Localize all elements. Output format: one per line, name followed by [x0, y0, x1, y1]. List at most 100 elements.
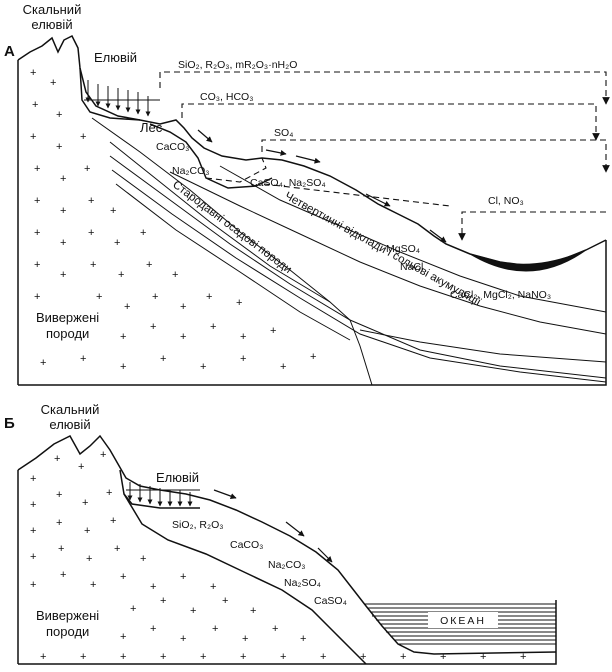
- svg-text:+: +: [110, 515, 116, 527]
- panel-b-chem-caco3: CaCO₃: [230, 539, 263, 551]
- panel-a-letter: А: [4, 43, 15, 60]
- svg-text:+: +: [200, 651, 206, 663]
- svg-text:+: +: [30, 551, 36, 563]
- svg-text:+: +: [240, 353, 246, 365]
- panel-b-frame: [17, 470, 557, 665]
- svg-text:+: +: [146, 259, 152, 271]
- svg-text:+: +: [120, 571, 126, 583]
- panel-a-chem-caco3: CaCO₃: [156, 141, 189, 153]
- panel-a-igneous-line1: Вивержені: [36, 310, 99, 325]
- svg-text:+: +: [60, 269, 66, 281]
- svg-text:+: +: [120, 361, 126, 373]
- panel-a-chem-top: SiO₂, R₂O₃, mR₂O₃·nH₂O: [178, 59, 297, 71]
- panel-a-chem-mgso4: MgSO₄: [386, 243, 420, 255]
- svg-text:+: +: [30, 473, 36, 485]
- svg-text:+: +: [400, 651, 406, 663]
- svg-text:+: +: [120, 631, 126, 643]
- svg-text:+: +: [130, 603, 136, 615]
- svg-text:+: +: [34, 291, 40, 303]
- panel-a-loess-label: Лес: [140, 120, 163, 135]
- panel-a-layer-2: [109, 141, 331, 303]
- svg-text:+: +: [152, 291, 158, 303]
- svg-text:+: +: [84, 163, 90, 175]
- panel-a-chem-chlorides: CaCl₂, MgCl₂, NaNO₃: [450, 289, 551, 301]
- panel-b-igneous-line1: Вивержені: [36, 608, 99, 623]
- panel-a-eluvium-label: Елювій: [94, 50, 137, 65]
- panel-a-eluvium-boundary: [79, 67, 141, 121]
- svg-text:+: +: [160, 651, 166, 663]
- svg-text:+: +: [212, 623, 218, 635]
- panel-b-ocean-label: ОКЕАН: [440, 615, 486, 627]
- svg-text:+: +: [118, 269, 124, 281]
- svg-text:+: +: [30, 579, 36, 591]
- svg-text:+: +: [222, 595, 228, 607]
- svg-text:+: +: [190, 605, 196, 617]
- svg-text:+: +: [106, 487, 112, 499]
- panel-b-chem-sio2: SiO₂, R₂O₃: [172, 519, 224, 531]
- svg-text:+: +: [140, 553, 146, 565]
- panel-b-rock-boundary: [123, 493, 367, 665]
- svg-text:+: +: [320, 651, 326, 663]
- svg-text:+: +: [160, 595, 166, 607]
- panel-b-flow-arrows: [213, 489, 333, 563]
- svg-text:+: +: [150, 581, 156, 593]
- svg-text:+: +: [32, 99, 38, 111]
- panel-a-rocky-eluvium-line2: елювій: [31, 17, 72, 32]
- svg-text:+: +: [88, 227, 94, 239]
- panel-a: А Скальний елювій: [4, 2, 610, 386]
- svg-text:+: +: [180, 301, 186, 313]
- panel-b-chem-na2co3: Na₂CO₃: [268, 559, 306, 571]
- panel-b-eluvium-label: Елювій: [156, 470, 199, 485]
- svg-text:+: +: [90, 259, 96, 271]
- svg-text:+: +: [30, 499, 36, 511]
- panel-a-igneous-line2: породи: [46, 326, 89, 341]
- svg-text:+: +: [120, 651, 126, 663]
- panel-b-leaching-arrows: [126, 482, 200, 507]
- panel-a-land-surface: [17, 34, 607, 267]
- svg-text:+: +: [56, 517, 62, 529]
- svg-text:+: +: [240, 651, 246, 663]
- svg-text:+: +: [30, 67, 36, 79]
- svg-text:+: +: [480, 651, 486, 663]
- panel-b-ocean-label-bg: [428, 612, 498, 628]
- svg-text:+: +: [160, 353, 166, 365]
- svg-text:+: +: [200, 361, 206, 373]
- panel-a-quaternary-mid: [219, 165, 607, 313]
- svg-text:+: +: [310, 351, 316, 363]
- panel-a-chem-nacl: NaCl: [400, 261, 423, 273]
- panel-a-igneous-pattern: ++++ ++++ ++++ ++++ ++++ ++++ ++++ ++++ …: [30, 67, 316, 373]
- panel-a-frame: [17, 60, 607, 386]
- panel-a-transport-lines: [159, 71, 610, 241]
- svg-text:+: +: [124, 301, 130, 313]
- svg-text:+: +: [440, 651, 446, 663]
- svg-text:+: +: [140, 227, 146, 239]
- svg-text:+: +: [60, 569, 66, 581]
- svg-text:+: +: [30, 131, 36, 143]
- svg-text:+: +: [86, 553, 92, 565]
- panel-a-leaching-arrows: [84, 80, 160, 117]
- svg-text:+: +: [80, 353, 86, 365]
- panel-b-chem-na2so4: Na₂SO₄: [284, 577, 321, 589]
- svg-text:+: +: [60, 237, 66, 249]
- svg-text:+: +: [54, 453, 60, 465]
- svg-text:+: +: [60, 173, 66, 185]
- panel-a-chem-caso4: CaSO₄, Na₂SO₄: [250, 177, 326, 189]
- svg-text:+: +: [114, 237, 120, 249]
- svg-text:+: +: [58, 543, 64, 555]
- svg-text:+: +: [80, 131, 86, 143]
- svg-text:+: +: [120, 331, 126, 343]
- svg-text:+: +: [60, 205, 66, 217]
- svg-text:+: +: [250, 605, 256, 617]
- panel-b-eluvium-boundary: [119, 469, 200, 509]
- svg-text:+: +: [150, 321, 156, 333]
- svg-text:+: +: [242, 633, 248, 645]
- panel-a-loess-boundary: [149, 123, 273, 189]
- svg-text:+: +: [82, 497, 88, 509]
- svg-text:+: +: [40, 651, 46, 663]
- svg-text:+: +: [280, 361, 286, 373]
- panel-b-igneous-line2: породи: [46, 624, 89, 639]
- svg-text:+: +: [300, 633, 306, 645]
- panel-b: Б Скальний елювій: [4, 402, 557, 665]
- svg-text:+: +: [30, 525, 36, 537]
